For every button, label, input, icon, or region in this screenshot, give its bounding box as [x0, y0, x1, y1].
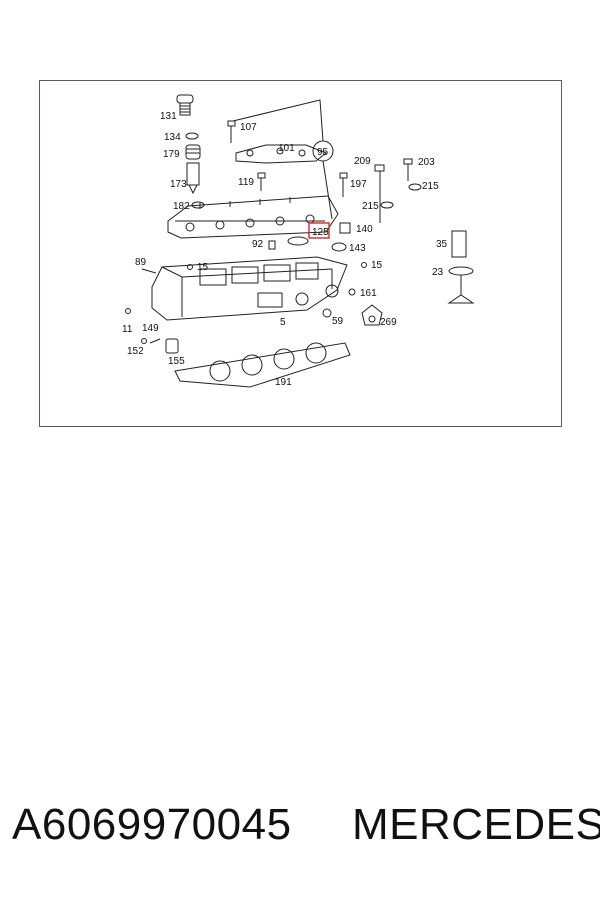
part-131-sleeve [176, 94, 194, 116]
part-92-pin [268, 240, 276, 250]
part-23-valve [447, 266, 475, 304]
part-203-bolt [403, 158, 413, 181]
label-101: 101 [278, 143, 295, 154]
label-95: 95 [317, 147, 329, 158]
part-119-bolt [257, 172, 266, 191]
label-209: 209 [354, 156, 371, 167]
part-107-bolt [227, 120, 236, 143]
label-173: 173 [170, 179, 187, 190]
label-149: 149 [142, 323, 159, 334]
part-152-plug [141, 338, 147, 344]
part-215-washer-b [380, 201, 394, 209]
cylinder-head-upper [167, 195, 339, 239]
part-149-pin [149, 338, 161, 344]
label-15-a: 15 [197, 262, 209, 273]
part-11-dowel [125, 308, 131, 314]
part-101-rail [235, 144, 327, 164]
part-215-washer-a [408, 183, 422, 191]
part-173-nozzle [186, 162, 200, 195]
label-15-b: 15 [371, 260, 383, 271]
part-143-washer [331, 242, 347, 252]
label-215-a: 215 [422, 181, 439, 192]
part-197-bolt [339, 172, 348, 197]
label-89: 89 [135, 257, 147, 268]
part-161-plug [348, 288, 356, 296]
label-125: 125 [312, 227, 329, 238]
label-35: 35 [436, 239, 448, 250]
label-131: 131 [160, 111, 177, 122]
part-269-flange [361, 304, 383, 326]
part-209-bolt [374, 164, 385, 223]
label-161: 161 [360, 288, 377, 299]
part-155-cup [165, 338, 179, 354]
part-89-pin [141, 268, 157, 274]
label-191: 191 [275, 377, 292, 388]
label-119: 119 [238, 177, 254, 188]
label-107: 107 [240, 122, 257, 133]
label-182: 182 [173, 201, 190, 212]
callout-95 [232, 99, 334, 220]
label-215-b: 215 [362, 201, 379, 212]
label-59: 59 [332, 316, 344, 327]
part-191-gasket [174, 342, 351, 388]
label-269: 269 [380, 317, 397, 328]
label-197: 197 [350, 179, 367, 190]
cylinder-head-exploded-diagram: 131 107 134 101 95 179 209 203 173 119 1… [122, 94, 475, 388]
label-203: 203 [418, 157, 435, 168]
label-92: 92 [252, 239, 264, 250]
highlight-box-125 [308, 222, 330, 239]
part-134-washer [185, 132, 199, 140]
label-11: 11 [122, 324, 133, 335]
part-number: A6069970045 [12, 800, 292, 849]
label-155: 155 [168, 356, 185, 367]
cylinder-head-lower [151, 256, 348, 321]
label-140: 140 [356, 224, 373, 235]
label-152: 152 [127, 346, 144, 357]
label-23: 23 [432, 267, 444, 278]
exploded-diagram-frame: 131 107 134 101 95 179 209 203 173 119 1… [39, 80, 562, 427]
part-125-oring [287, 236, 309, 246]
label-143: 143 [349, 243, 366, 254]
label-179: 179 [163, 149, 180, 160]
part-140-plug [339, 222, 351, 234]
part-35-lifter [451, 230, 467, 258]
brand-name: MERCEDES [352, 800, 600, 849]
part-59-plug [322, 308, 332, 318]
part-15-dowel-b [361, 262, 367, 268]
part-179-seal [185, 144, 201, 160]
label-134: 134 [164, 132, 181, 143]
label-5: 5 [280, 317, 286, 328]
part-15-dowel-a [187, 264, 193, 270]
